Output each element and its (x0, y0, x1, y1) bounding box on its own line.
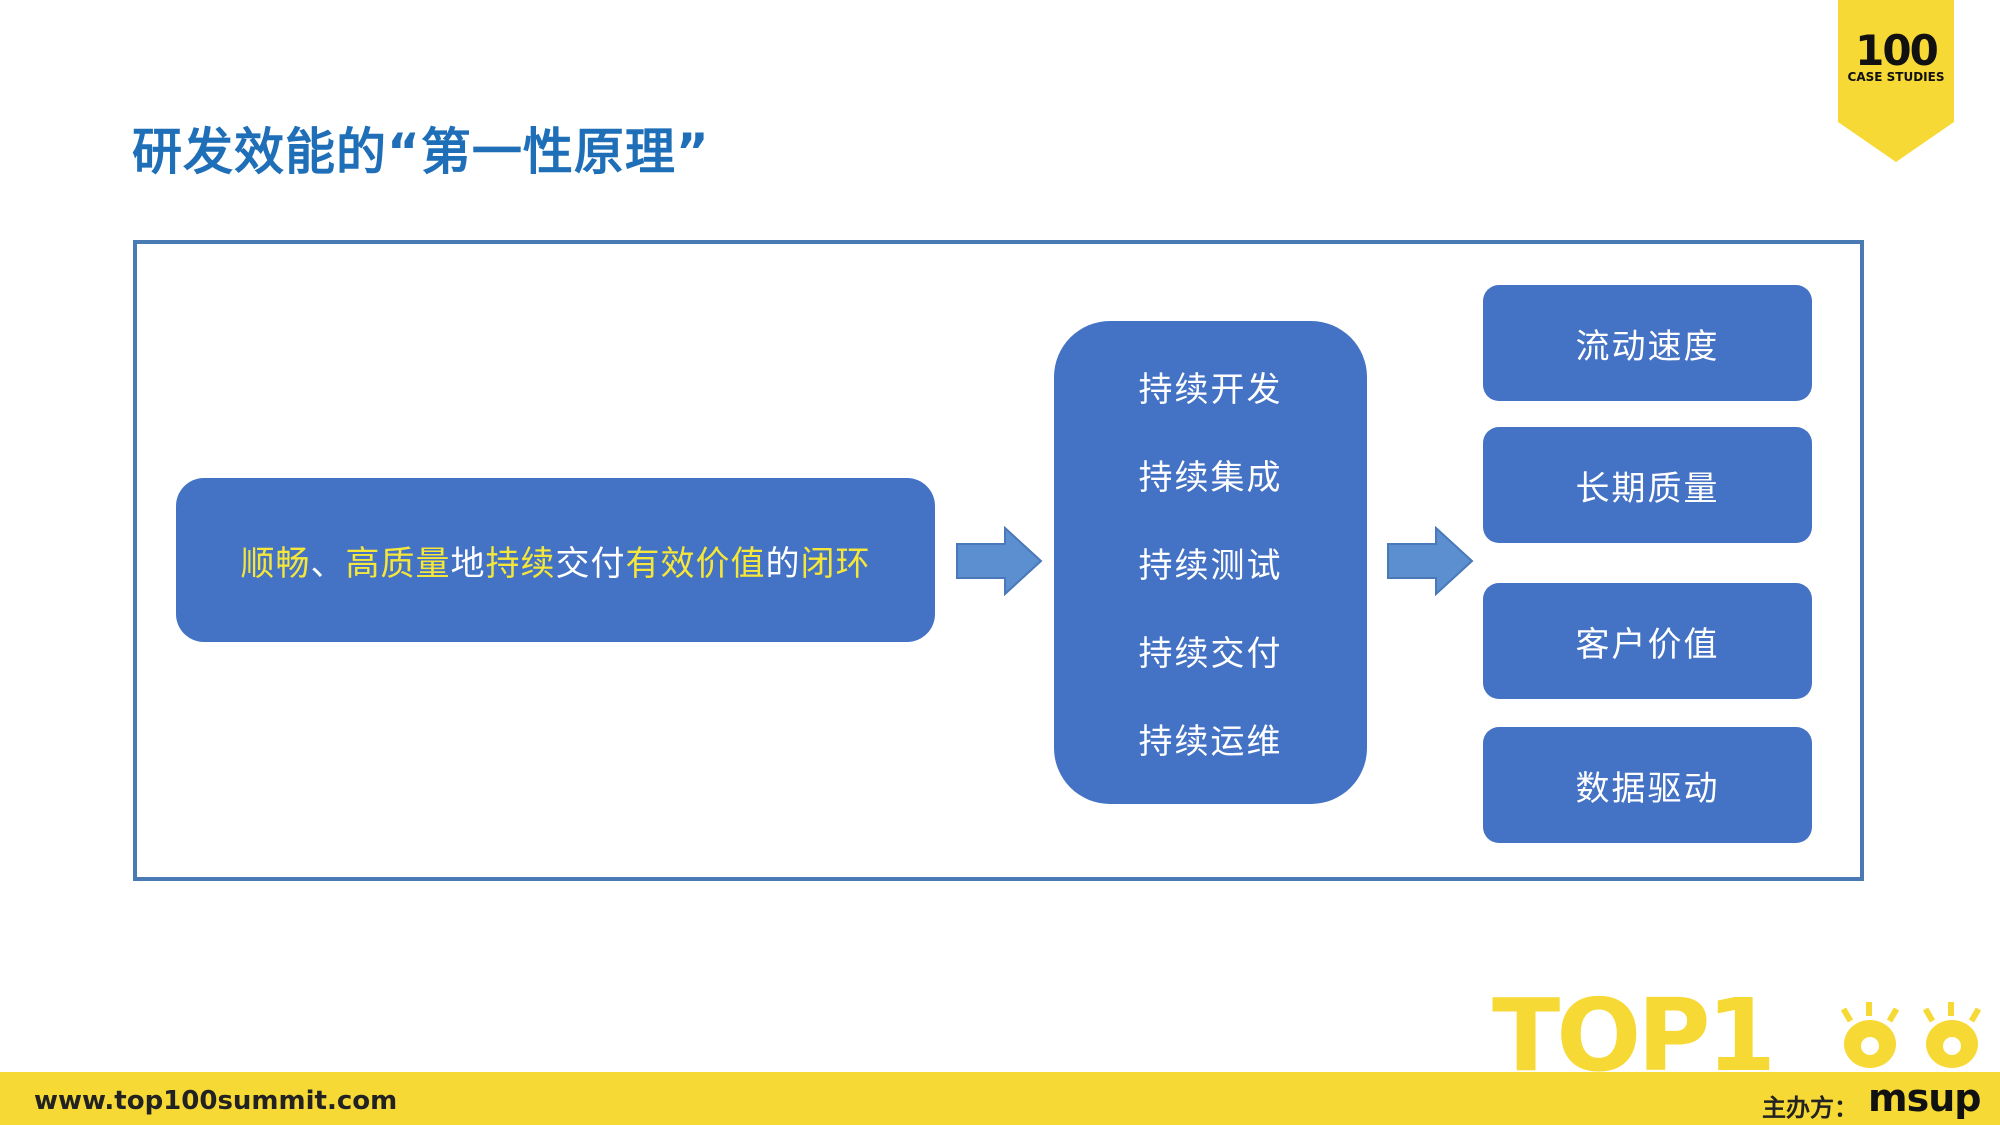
case-studies-badge: 100 CASE STUDIES (1838, 0, 1954, 162)
arrow-right-icon (1386, 526, 1476, 596)
badge-shape (1838, 0, 1954, 162)
practice-item: 持续交付 (1138, 633, 1283, 674)
msup-logo: msup (1868, 1076, 1981, 1120)
metric-box: 长期质量 (1483, 427, 1812, 543)
goal-segment: 持续 (485, 543, 556, 584)
footer-bar (0, 1072, 2000, 1125)
top100-logo: TOP1 (1492, 986, 2000, 1086)
metric-box: 流动速度 (1483, 285, 1812, 401)
badge-number: 100 (1855, 26, 1939, 75)
diagram-frame (133, 240, 1864, 881)
practice-item: 持续集成 (1138, 458, 1283, 499)
goal-segment: 的 (765, 543, 801, 584)
practices-box: 持续开发 持续集成 持续测试 持续交付 持续运维 (1054, 321, 1367, 804)
goal-segment: 顺畅 (240, 543, 311, 584)
practice-item: 持续测试 (1138, 545, 1283, 586)
goal-segment: 高质量 (345, 543, 451, 584)
goal-segment: 地 (450, 543, 486, 584)
organizer-label: 主办方： (1762, 1094, 1858, 1122)
goal-segment: 交付 (555, 543, 626, 584)
page-title: 研发效能的“第一性原理” (132, 123, 710, 181)
practice-item: 持续运维 (1138, 721, 1283, 762)
goal-box: 顺畅、高质量地持续交付有效价值的闭环 (176, 478, 935, 642)
badge-subtitle: CASE STUDIES (1847, 70, 1945, 84)
footer-url[interactable]: www.top100summit.com (34, 1086, 398, 1116)
goal-segment: 、 (310, 543, 346, 584)
arrow-right-icon (955, 526, 1045, 596)
metric-box: 客户价值 (1483, 583, 1812, 699)
goal-segment: 闭环 (800, 543, 871, 584)
metric-box: 数据驱动 (1483, 727, 1812, 843)
sun-eyes-icon (1840, 1002, 1982, 1068)
top-logo-text: TOP1 (1492, 977, 1776, 1094)
practice-item: 持续开发 (1138, 370, 1283, 411)
goal-segment: 有效价值 (625, 543, 766, 584)
